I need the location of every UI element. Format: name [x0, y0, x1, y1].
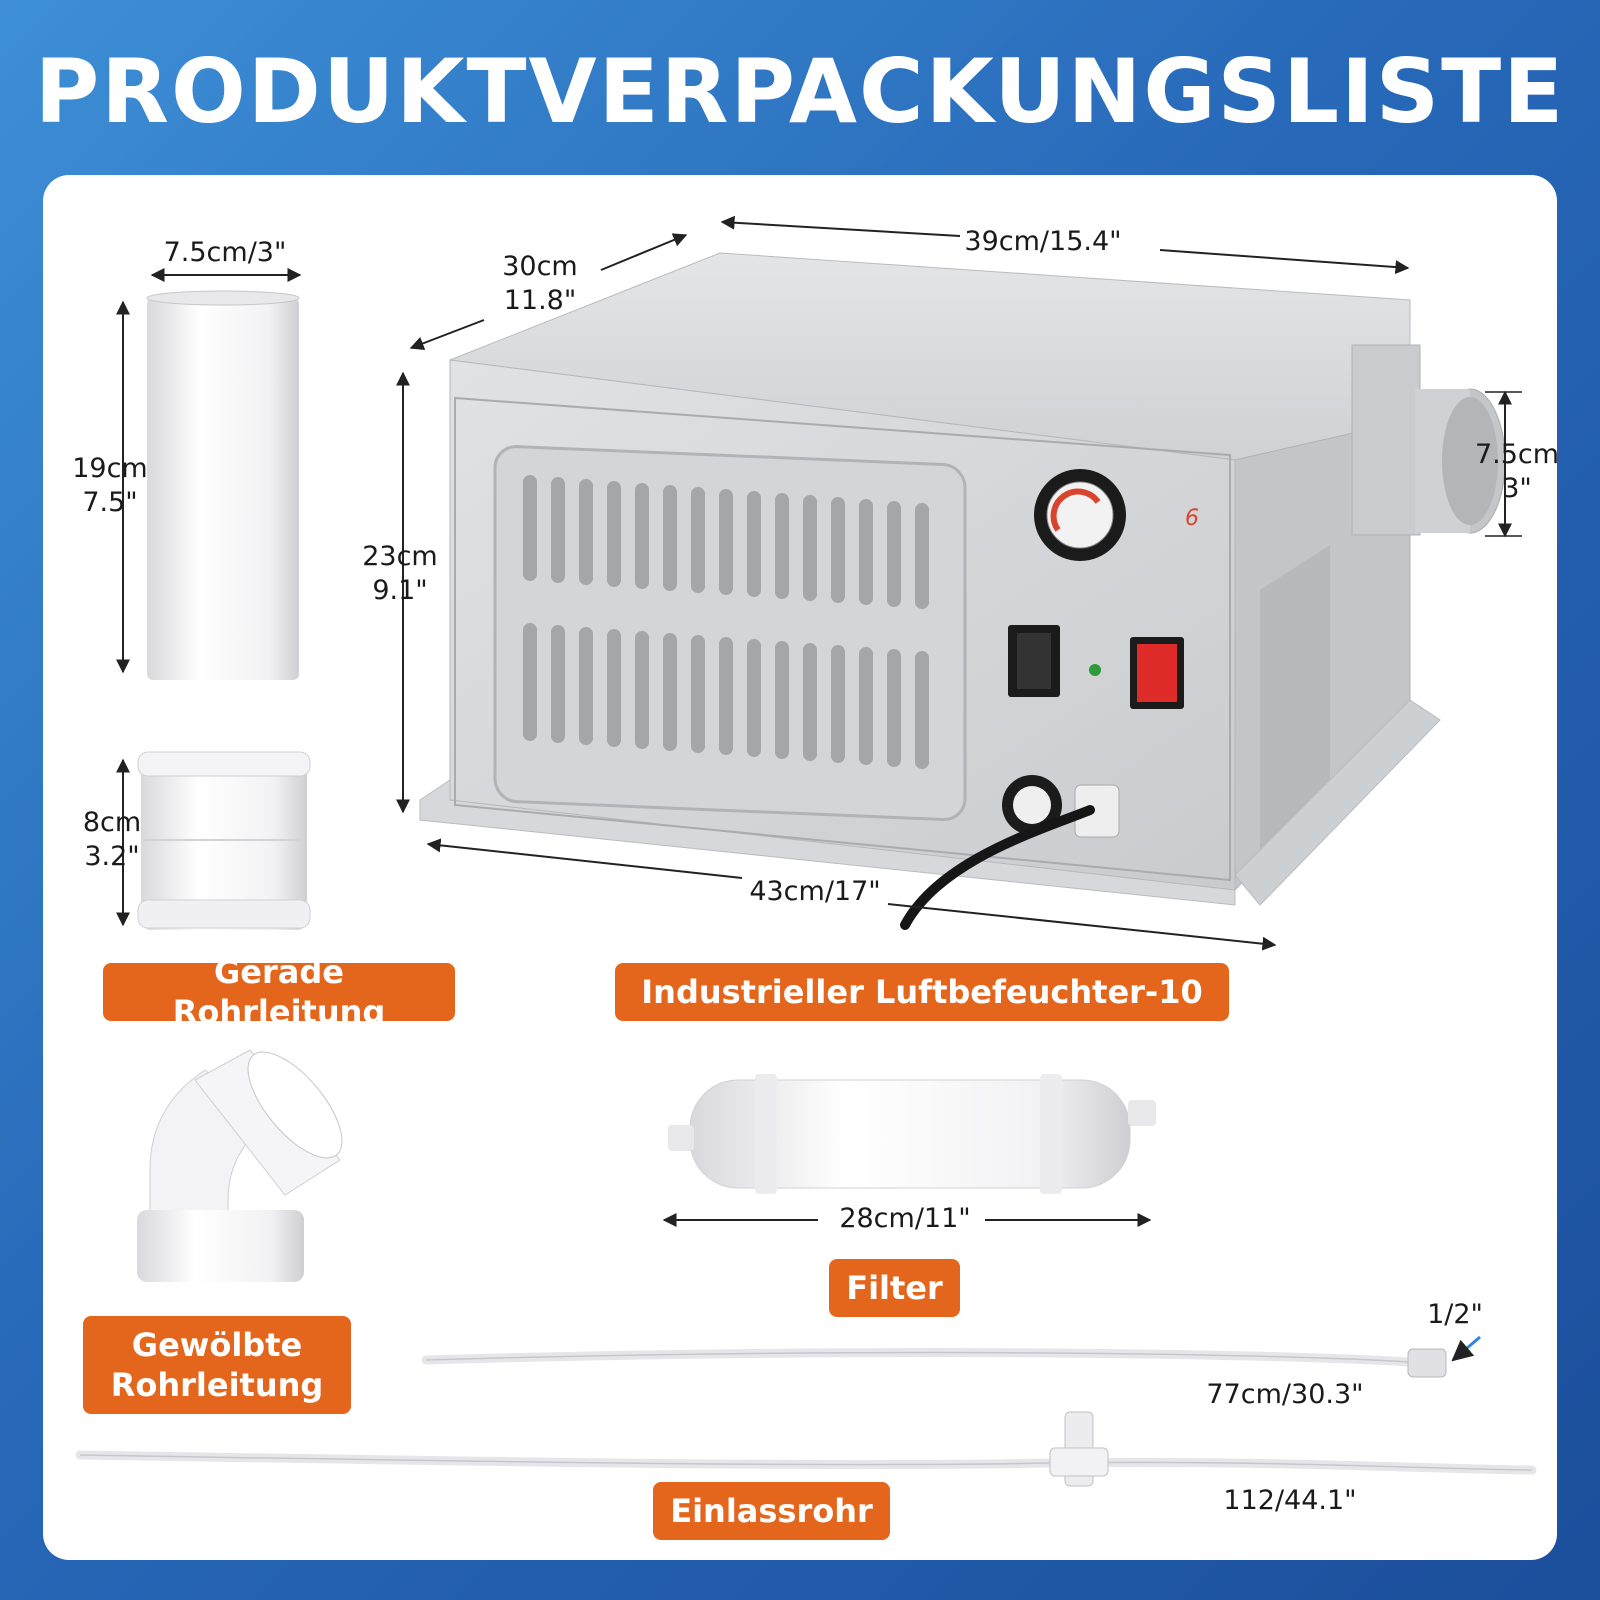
- base-arrow-left: [426, 838, 743, 879]
- humidifier-base-width-label: 43cm/17": [749, 876, 881, 907]
- outlet-diameter-in: 3": [1502, 473, 1532, 504]
- coupling-image: [137, 751, 311, 930]
- fitting-size-label: 1/2": [1427, 1299, 1483, 1330]
- humidifier-height-cm: 23cm: [362, 541, 438, 572]
- humidifier-image: [419, 252, 1506, 930]
- width-arrow-left: [720, 215, 961, 237]
- filter-image: [668, 1074, 1156, 1194]
- humidifier-depth-cm: 30cm: [502, 251, 578, 282]
- straight-pipe-badge: Gerade Rohrleitung: [103, 953, 455, 1031]
- humidifier-badge: Industrieller Luftbefeuchter-10: [615, 963, 1229, 1021]
- coupling-height-in: 3.2": [84, 841, 140, 872]
- width-arrow-right: [1159, 249, 1410, 275]
- humidifier-height-in: 9.1": [372, 575, 428, 606]
- elbow-pipe-image: [137, 1049, 343, 1282]
- coupling-height-cm: 8cm: [82, 807, 142, 838]
- humidifier-width-label: 39cm/15.4": [964, 226, 1122, 257]
- elbow-pipe-label-line2: Rohrleitung: [110, 1366, 324, 1404]
- elbow-pipe-label-line1: Gewölbte: [131, 1326, 303, 1364]
- page-title: PRODUKTVERPACKUNGSLISTE: [34, 40, 1566, 143]
- filter-length-label: 28cm/11": [839, 1203, 971, 1234]
- fitting-arrow: [1451, 1335, 1481, 1362]
- upper-hose-image: [421, 1348, 1447, 1378]
- knob-mark: 6: [1185, 506, 1199, 531]
- straight-pipe-width-label: 7.5cm/3": [163, 237, 287, 268]
- humidifier-depth-in: 11.8": [503, 285, 577, 316]
- base-arrow-right: [887, 903, 1277, 951]
- upper-hose-length-label: 77cm/30.3": [1206, 1379, 1364, 1410]
- inlet-hose-badge: Einlassrohr: [653, 1482, 890, 1540]
- filter-badge: Filter: [829, 1259, 960, 1317]
- straight-pipe-image: [146, 290, 300, 680]
- straight-pipe-height-cm: 19cm: [72, 453, 148, 484]
- inlet-hose-image: [75, 1411, 1537, 1487]
- depth-arrow-top: [600, 233, 688, 271]
- depth-arrow-bottom: [409, 319, 485, 351]
- straight-pipe-height-in: 7.5": [82, 487, 138, 518]
- inlet-hose-length-label: 112/44.1": [1223, 1485, 1357, 1516]
- outlet-diameter-cm: 7.5cm: [1474, 439, 1560, 470]
- elbow-pipe-badge: Gewölbte Rohrleitung: [83, 1316, 351, 1414]
